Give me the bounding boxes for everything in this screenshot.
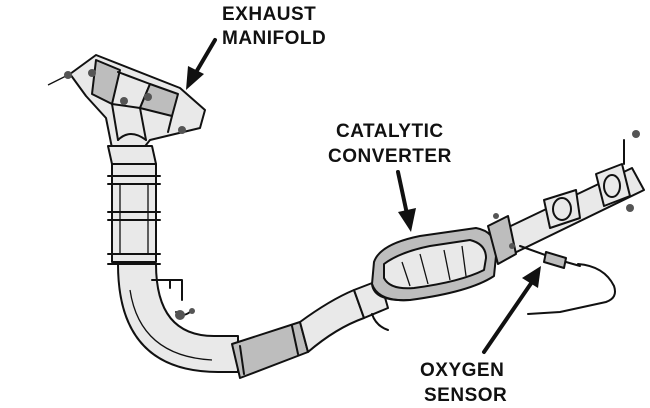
converter-pointer-arrow xyxy=(396,170,416,232)
label-catalytic-converter-line2: CONVERTER xyxy=(328,146,452,167)
label-oxygen-sensor-line1: OXYGEN xyxy=(420,360,504,381)
sensor-pointer-arrow xyxy=(482,266,541,354)
oxygen-sensor xyxy=(519,245,616,315)
front-exhaust-pipe xyxy=(107,163,239,373)
label-exhaust-manifold-line2: MANIFOLD xyxy=(222,28,326,49)
rear-exhaust-pipe xyxy=(487,130,645,265)
exhaust-manifold xyxy=(47,54,206,165)
catalytic-converter xyxy=(371,227,498,302)
label-exhaust-manifold-line1: EXHAUST xyxy=(222,4,316,25)
manifold-pointer-arrow xyxy=(186,38,217,90)
resonator-pipe xyxy=(231,279,389,379)
label-catalytic-converter-line1: CATALYTIC xyxy=(336,121,444,142)
label-oxygen-sensor-line2: SENSOR xyxy=(424,385,507,406)
